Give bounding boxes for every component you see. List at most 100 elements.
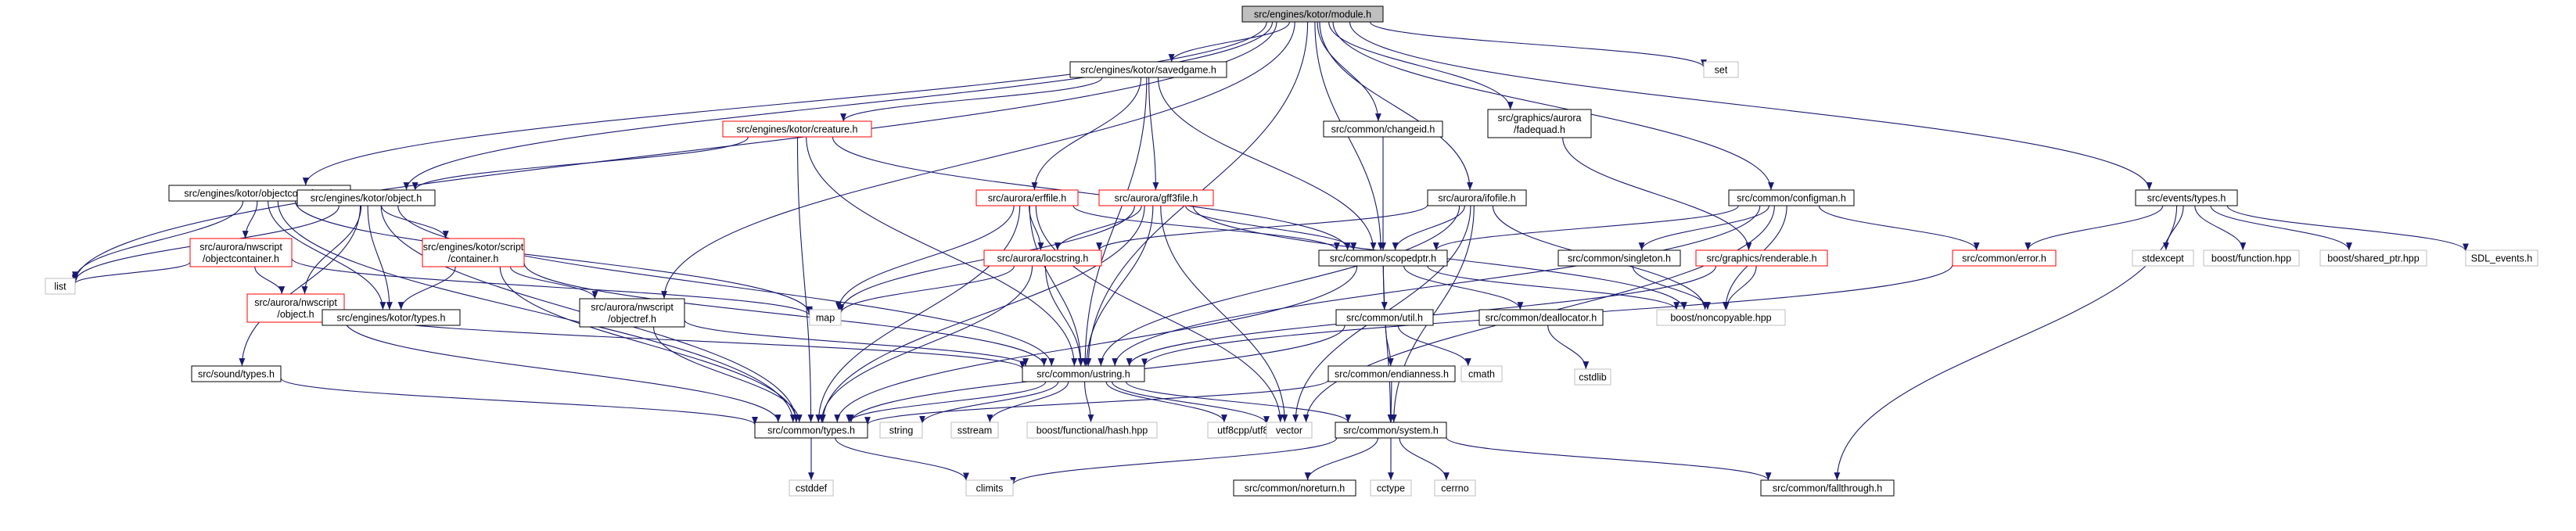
edge-locstring-to-commontypes: [818, 265, 1033, 423]
node-configman[interactable]: src/common/configman.h: [1728, 189, 1855, 206]
node-error[interactable]: src/common/error.h: [1952, 249, 2057, 267]
edge-nwobject-to-commontypes: [343, 319, 781, 423]
node-box: [789, 479, 834, 497]
node-string[interactable]: string: [879, 422, 923, 439]
node-deallocator[interactable]: src/common/deallocator.h: [1478, 309, 1604, 326]
edge-ustring-to-string: [919, 381, 1059, 424]
node-fallthrough[interactable]: src/common/fallthrough.h: [1760, 479, 1895, 497]
edge-objcontainer-to-list: [72, 200, 244, 280]
edge-savedgame-to-gff3file: [1148, 77, 1159, 191]
node-changeid[interactable]: src/common/changeid.h: [1323, 120, 1443, 138]
node-label: src/common/error.h: [1962, 253, 2046, 264]
node-label: vector: [1276, 425, 1302, 436]
edge-endianness-to-commontypes: [864, 379, 1329, 425]
node-erffile[interactable]: src/aurora/erffile.h: [975, 189, 1079, 206]
edge-util-to-endianness: [1385, 325, 1394, 367]
node-box: [579, 298, 685, 328]
node-commontypes[interactable]: src/common/types.h: [754, 422, 868, 439]
edge-nwobjcontainer-to-list: [72, 261, 191, 284]
node-cerrno[interactable]: cerrno: [1434, 479, 1476, 497]
node-sdlevents[interactable]: SDL_events.h: [2465, 249, 2538, 267]
edge-kobject-to-soundtypes: [239, 205, 361, 367]
node-label: /container.h: [448, 253, 499, 264]
edge-system-to-noreturn: [1304, 437, 1378, 481]
edge-creature-to-commontypes: [796, 136, 814, 423]
edge-gff3file-to-commontypes: [819, 205, 1145, 423]
node-box: [1574, 368, 1611, 386]
node-kotortypes[interactable]: src/engines/kotor/types.h: [322, 309, 461, 326]
node-label: src/sound/types.h: [198, 369, 275, 380]
node-box: [1460, 365, 1503, 382]
edge-evtypes-to-error: [2025, 205, 2164, 251]
node-climits[interactable]: climits: [965, 479, 1014, 497]
node-label: /object.h: [277, 309, 314, 320]
node-creature[interactable]: src/engines/kotor/creature.h: [722, 120, 872, 138]
node-nwobjcontainer[interactable]: src/aurora/nwscript/objectcontainer.h: [189, 238, 293, 267]
node-noncopyable[interactable]: boost/noncopyable.hpp: [1656, 309, 1786, 326]
edge-ustring-to-sstream: [986, 381, 1069, 423]
node-savedgame[interactable]: src/engines/kotor/savedgame.h: [1069, 61, 1227, 78]
node-map[interactable]: map: [809, 309, 842, 326]
node-scopedptr[interactable]: src/common/scopedptr.h: [1318, 249, 1448, 267]
node-cstdlib[interactable]: cstdlib: [1574, 368, 1611, 386]
node-nwobject[interactable]: src/aurora/nwscript/object.h: [246, 293, 345, 323]
node-renderable[interactable]: src/graphics/renderable.h: [1695, 249, 1828, 267]
node-label: src/common/noreturn.h: [1245, 483, 1345, 494]
node-soundtypes[interactable]: src/sound/types.h: [191, 365, 282, 382]
node-label: /fadequad.h: [1514, 124, 1565, 135]
node-sstream[interactable]: sstream: [950, 422, 999, 439]
node-boosthash[interactable]: boost/functional/hash.hpp: [1026, 422, 1158, 439]
edge-gff3file-to-ustring: [1083, 205, 1154, 367]
node-box: [1370, 479, 1412, 497]
node-box: [1478, 309, 1604, 326]
node-vector[interactable]: vector: [1266, 422, 1313, 439]
node-label: /objectref.h: [608, 314, 656, 325]
node-stdexcept[interactable]: stdexcept: [2132, 249, 2194, 267]
edge-kobject-to-ustring: [397, 205, 1055, 367]
node-cmath[interactable]: cmath: [1460, 365, 1503, 382]
edge-configman-to-error: [1818, 205, 1980, 251]
node-fadequad[interactable]: src/graphics/aurora/fadequad.h: [1487, 109, 1592, 138]
node-ustring[interactable]: src/common/ustring.h: [1022, 365, 1145, 382]
node-label: src/aurora/ifofile.h: [1438, 193, 1515, 204]
node-endianness[interactable]: src/common/endianness.h: [1328, 365, 1456, 382]
edge-creature-to-ustring: [806, 136, 1078, 367]
node-boostfunction[interactable]: boost/function.hpp: [2203, 249, 2300, 267]
node-evtypes[interactable]: src/events/types.h: [2135, 189, 2238, 206]
node-cstddef[interactable]: cstddef: [789, 479, 834, 497]
node-kobject[interactable]: src/engines/kotor/object.h: [296, 189, 436, 206]
edge-evtypes-to-sdlevents: [2226, 205, 2469, 252]
node-ifofile[interactable]: src/aurora/ifofile.h: [1427, 189, 1527, 206]
node-label: src/common/types.h: [767, 425, 855, 436]
node-label: src/engines/kotor/object.h: [311, 193, 422, 204]
edge-module-to-objcontainer: [302, 21, 1267, 186]
node-locstring[interactable]: src/aurora/locstring.h: [983, 249, 1102, 267]
edge-objcontainer-to-kotortypes: [268, 200, 386, 310]
edge-module-to-objectref: [661, 21, 1295, 300]
node-box: [975, 189, 1079, 206]
node-box: [1318, 249, 1448, 267]
node-label: src/graphics/renderable.h: [1706, 253, 1816, 264]
node-singleton[interactable]: src/common/singleton.h: [1557, 249, 1681, 267]
node-set[interactable]: set: [1703, 61, 1739, 78]
node-objectref[interactable]: src/aurora/nwscript/objectref.h: [579, 298, 685, 328]
node-cctype[interactable]: cctype: [1370, 479, 1412, 497]
node-label: boost/shared_ptr.hpp: [2327, 253, 2419, 264]
node-label: src/aurora/locstring.h: [997, 253, 1089, 264]
node-gff3file[interactable]: src/aurora/gff3file.h: [1098, 189, 1214, 206]
node-noreturn[interactable]: src/common/noreturn.h: [1233, 479, 1356, 497]
node-label: SDL_events.h: [2471, 253, 2533, 264]
node-label: src/engines/kotor/types.h: [337, 313, 446, 324]
node-box: [965, 479, 1014, 497]
node-module[interactable]: src/engines/kotor/module.h: [1241, 5, 1384, 23]
node-boostshared[interactable]: boost/shared_ptr.hpp: [2319, 249, 2427, 267]
node-label: map: [816, 313, 835, 324]
node-list[interactable]: list: [45, 278, 76, 295]
node-box: [1026, 422, 1158, 439]
node-scriptcontainer[interactable]: src/engines/kotor/script/container.h: [422, 238, 525, 267]
node-util[interactable]: src/common/util.h: [1335, 309, 1434, 326]
edge-erffile-to-map: [835, 205, 1015, 310]
node-system[interactable]: src/common/system.h: [1335, 422, 1447, 439]
node-box: [1266, 422, 1313, 439]
